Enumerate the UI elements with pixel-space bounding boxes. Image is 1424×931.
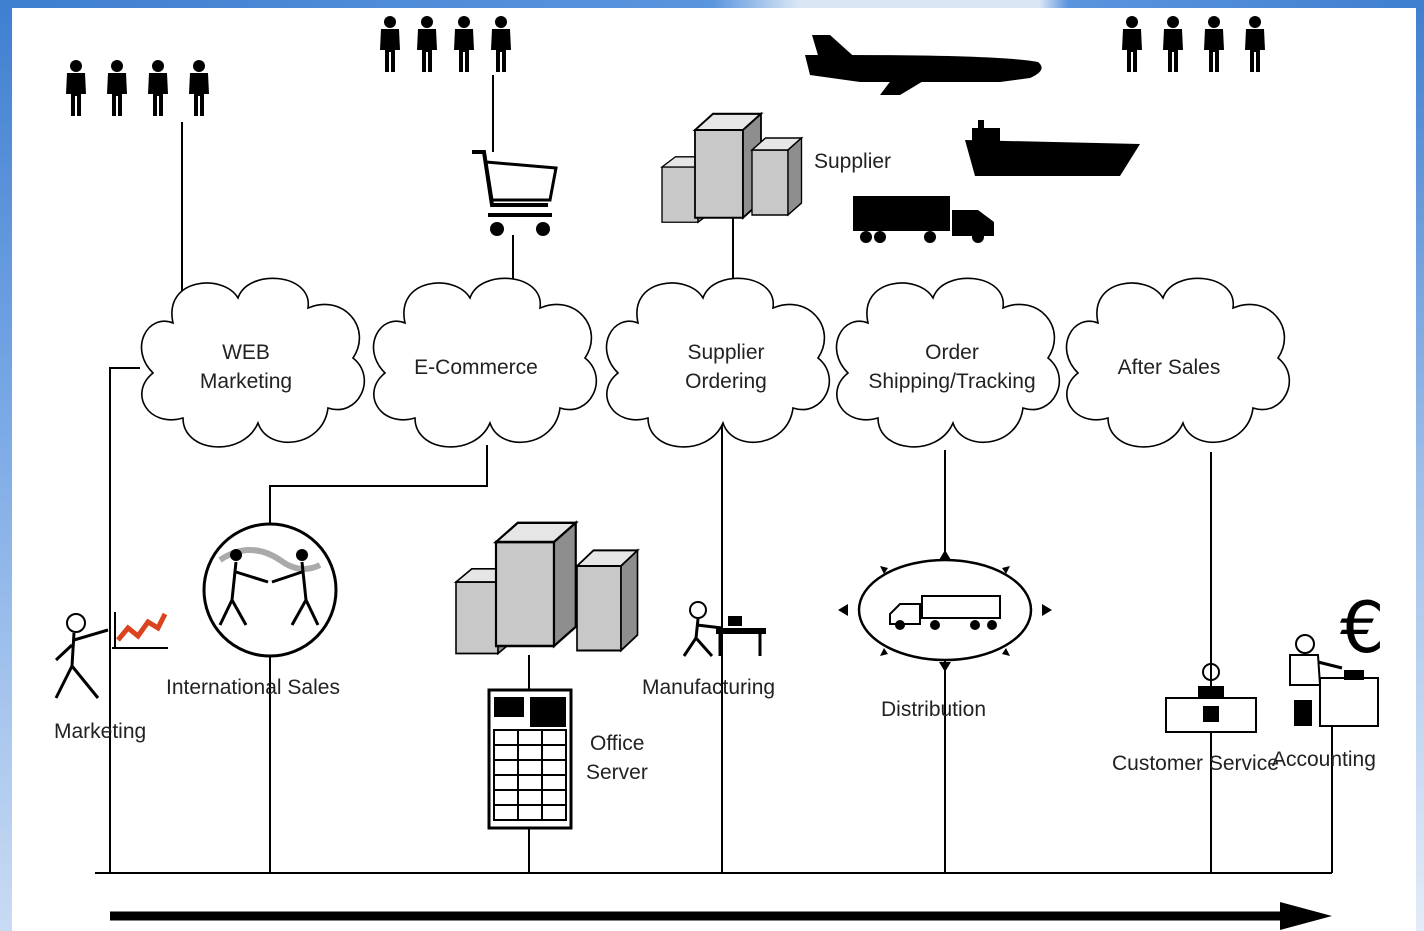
accounting-person-icon (1289, 634, 1379, 727)
customer-service-label: Customer Service (1112, 752, 1279, 775)
cloud-label-line1: Supplier (687, 341, 764, 364)
shopping-cart-icon (472, 150, 558, 236)
cloud-label-line2: Shipping/Tracking (868, 370, 1035, 393)
marketing-chart-icon (112, 612, 168, 649)
accounting-label: Accounting (1272, 748, 1376, 771)
international-sales-label: International Sales (166, 676, 340, 699)
cloud-web-marketing: WEB Marketing (140, 277, 366, 448)
distribution-hub-icon (838, 550, 1052, 672)
cloud-label-line1: After Sales (1118, 356, 1221, 379)
cloud-label-line1: E-Commerce (414, 356, 538, 379)
connector-lines (95, 75, 1333, 874)
frame-top (0, 0, 1424, 8)
euro-icon: € (1340, 587, 1385, 669)
manufacturing-label: Manufacturing (642, 676, 775, 699)
truck-icon (853, 196, 994, 243)
cloud-label-line2: Ordering (685, 370, 767, 393)
timeline-arrow (110, 902, 1332, 930)
distribution-label: Distribution (881, 698, 986, 721)
globe-handshake-icon (202, 522, 338, 658)
customer-service-desk-icon (1165, 663, 1257, 733)
airplane-icon (805, 35, 1042, 95)
headquarters-building-icon (455, 521, 639, 655)
customers-group-2 (380, 16, 511, 72)
frame-right (1416, 0, 1424, 931)
office-server-icon (487, 688, 573, 830)
cloud-e-commerce: E-Commerce (372, 277, 598, 448)
customers-group-1 (66, 60, 209, 116)
supplier-label: Supplier (814, 150, 891, 173)
manufacturing-worker-icon (682, 601, 766, 657)
office-server-label-line2: Server (586, 761, 648, 784)
cloud-after-sales: After Sales (1065, 277, 1291, 448)
marketing-label: Marketing (54, 720, 146, 743)
cloud-label-line1: Order (925, 341, 979, 364)
cloud-supplier-ordering: Supplier Ordering (605, 277, 831, 448)
supplier-building-icon (661, 112, 803, 223)
ship-icon (965, 120, 1140, 176)
office-server-label-line1: Office (590, 732, 644, 755)
cloud-label-line2: Marketing (200, 370, 292, 393)
frame-left (0, 0, 12, 931)
customers-group-3 (1122, 16, 1265, 72)
marketing-person-icon (54, 613, 109, 699)
cloud-order-shipping-tracking: Order Shipping/Tracking (835, 277, 1061, 448)
cloud-label-line1: WEB (222, 341, 270, 364)
